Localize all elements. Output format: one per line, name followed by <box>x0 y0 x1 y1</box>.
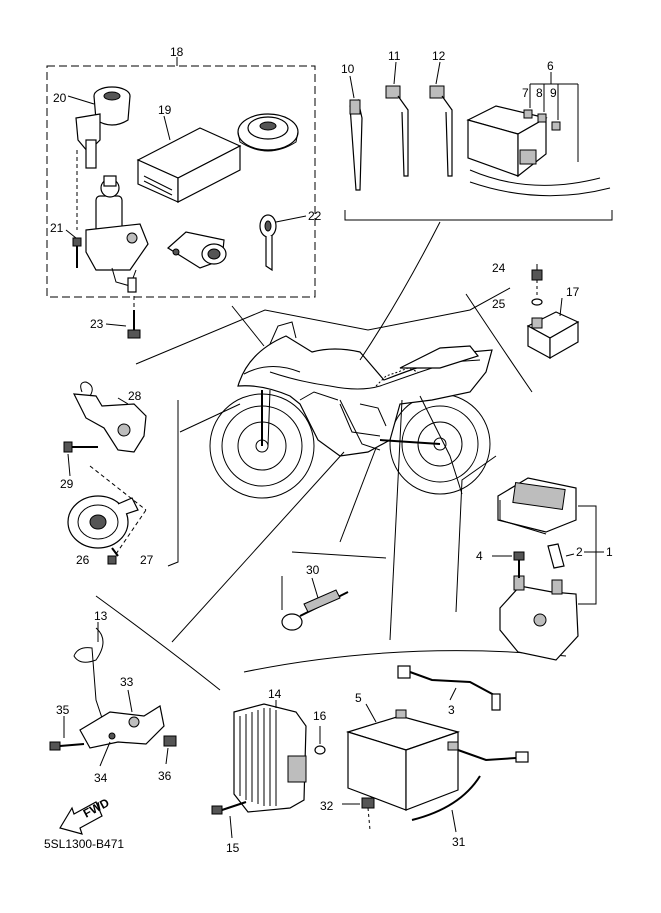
callout-21: 21 <box>50 221 64 235</box>
sensor-group <box>49 622 177 767</box>
callout-35: 35 <box>56 703 70 717</box>
callout-11: 11 <box>388 49 401 63</box>
callout-36: 36 <box>158 769 172 783</box>
fuse-8-part <box>537 113 547 123</box>
callout-22: 22 <box>308 209 322 223</box>
callout-33: 33 <box>120 675 134 689</box>
callout-28: 28 <box>128 389 142 403</box>
fuel-cap-lock-part <box>237 113 299 152</box>
key-set-dashed-box <box>46 65 316 298</box>
callout-10: 10 <box>341 62 355 76</box>
leader-lines <box>95 221 567 691</box>
callout-34: 34 <box>94 771 108 785</box>
callout-4: 4 <box>476 549 483 563</box>
key-set-group <box>46 57 316 298</box>
bolt-23-part <box>127 296 141 339</box>
callout-7: 7 <box>522 86 529 100</box>
callout-15: 15 <box>226 841 240 855</box>
key-part <box>259 214 277 272</box>
screw-21-part <box>72 237 82 268</box>
callout-26: 26 <box>76 553 90 567</box>
callout-2: 2 <box>576 545 583 559</box>
callout-23: 23 <box>90 317 104 331</box>
battery-group <box>342 665 529 833</box>
callout-6: 6 <box>547 59 554 73</box>
callout-14: 14 <box>268 687 282 701</box>
callout-8: 8 <box>536 86 543 100</box>
main-switch-body-part <box>85 175 149 293</box>
callout-13: 13 <box>94 609 108 623</box>
fuse-9-part <box>551 121 561 131</box>
main-switch-cover-part <box>75 86 131 169</box>
callout-18: 18 <box>170 45 184 59</box>
horn-group <box>63 381 147 565</box>
callout-20: 20 <box>53 91 67 105</box>
fwd-arrow-icon: FWD <box>59 795 112 835</box>
relay-17-group <box>526 264 580 360</box>
cable-30-group <box>281 576 349 631</box>
ecu-part <box>136 127 242 203</box>
callout-24: 24 <box>492 261 506 275</box>
callout-19: 19 <box>158 103 172 117</box>
callout-17: 17 <box>566 285 580 299</box>
callout-25: 25 <box>492 297 506 311</box>
callout-3: 3 <box>448 703 455 717</box>
callout-16: 16 <box>313 709 327 723</box>
fuse-box-part <box>466 105 611 197</box>
callout-29: 29 <box>60 477 74 491</box>
callout-31: 31 <box>452 835 466 849</box>
drawing-code: 5SL1300-B471 <box>44 837 124 851</box>
seat-lock-part <box>167 231 227 269</box>
callout-5: 5 <box>355 691 362 705</box>
callout-30: 30 <box>306 563 320 577</box>
starter-relay-group <box>492 477 604 661</box>
fuse-7-part <box>523 109 533 119</box>
callout-27: 27 <box>140 553 154 567</box>
rectifier-group <box>211 700 326 839</box>
ties-fuse-group <box>344 61 613 221</box>
callout-32: 32 <box>320 799 334 813</box>
callout-12: 12 <box>432 49 446 63</box>
callout-1: 1 <box>606 545 613 559</box>
motorcycle-illustration <box>209 321 493 499</box>
callout-9: 9 <box>550 86 557 100</box>
